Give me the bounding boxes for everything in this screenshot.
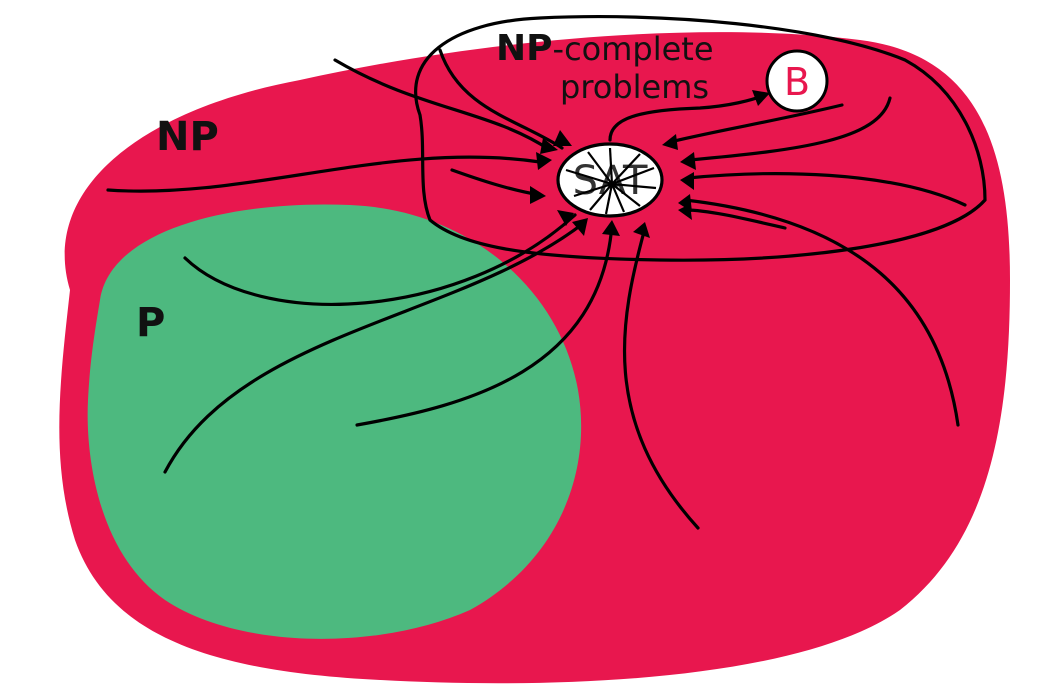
reduction-wires [106,48,967,530]
arrowhead [680,172,694,190]
arrowhead [572,218,588,236]
arrowhead [602,220,620,236]
reduction-line [683,208,787,230]
p-region [87,204,582,639]
arrowhead [540,138,558,154]
reduction-line [688,96,892,162]
arrowhead [662,134,678,150]
arrowhead [680,152,696,170]
arrowheads [530,90,770,238]
reduction-line [668,103,844,144]
b-circle [765,49,829,113]
reduction-line [106,155,542,193]
arrowhead [678,204,692,220]
reduction-line [163,220,587,474]
b-node[interactable]: B [765,49,829,113]
np-complete-label: NP-complete [496,28,714,69]
p-label: P [136,300,165,346]
reduction-line [686,172,967,207]
sat-node[interactable]: SAT [556,142,664,218]
arrowhead [553,130,572,146]
arrowhead [536,152,552,170]
np-label: NP [156,114,219,160]
arrowhead [752,90,770,106]
arrowhead [530,186,546,204]
sat-converging-lines [565,147,657,215]
reduction-line [438,48,564,150]
b-label: B [784,60,810,104]
np-complete-region [414,14,987,262]
np-complete-label-bold: NP [496,28,553,69]
reduction-line [333,58,552,152]
reduction-line [608,94,764,142]
reduction-line [683,198,960,427]
arrowhead [557,210,574,226]
reduction-line [355,223,614,427]
reduction-line [622,226,700,530]
np-complete-label-line2: problems [560,68,709,106]
np-complete-label-rest: -complete [553,30,714,68]
arrowhead [633,222,650,238]
reduction-line [183,213,577,306]
